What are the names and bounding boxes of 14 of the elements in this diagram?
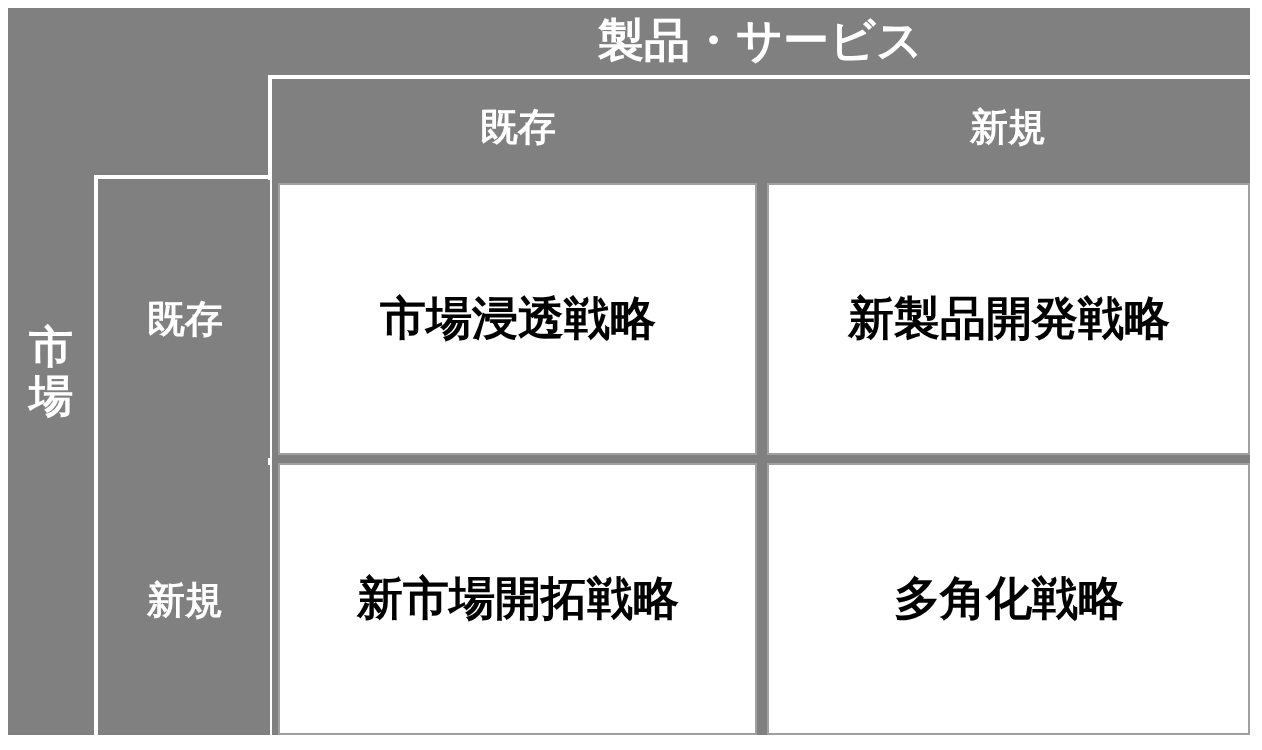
strategy-label: 新市場開拓戦略 [356,570,679,627]
axis-heading: 市場 [29,323,73,420]
axis-heading: 製品・サービス [597,12,923,69]
strategy-cell-background [767,183,1250,455]
category-label: 既存 [479,103,556,151]
strategy-cell-background [278,183,757,455]
category-label: 新規 [969,103,1046,151]
strategy-cell-background [278,463,757,735]
category-label: 既存 [147,295,223,343]
category-label: 新規 [147,576,223,624]
strategy-label: 多角化戦略 [893,570,1124,627]
strategy-cell-background [767,463,1250,735]
strategy-label: 新製品開発戦略 [847,290,1170,347]
strategy-label: 市場浸透戦略 [379,290,656,347]
